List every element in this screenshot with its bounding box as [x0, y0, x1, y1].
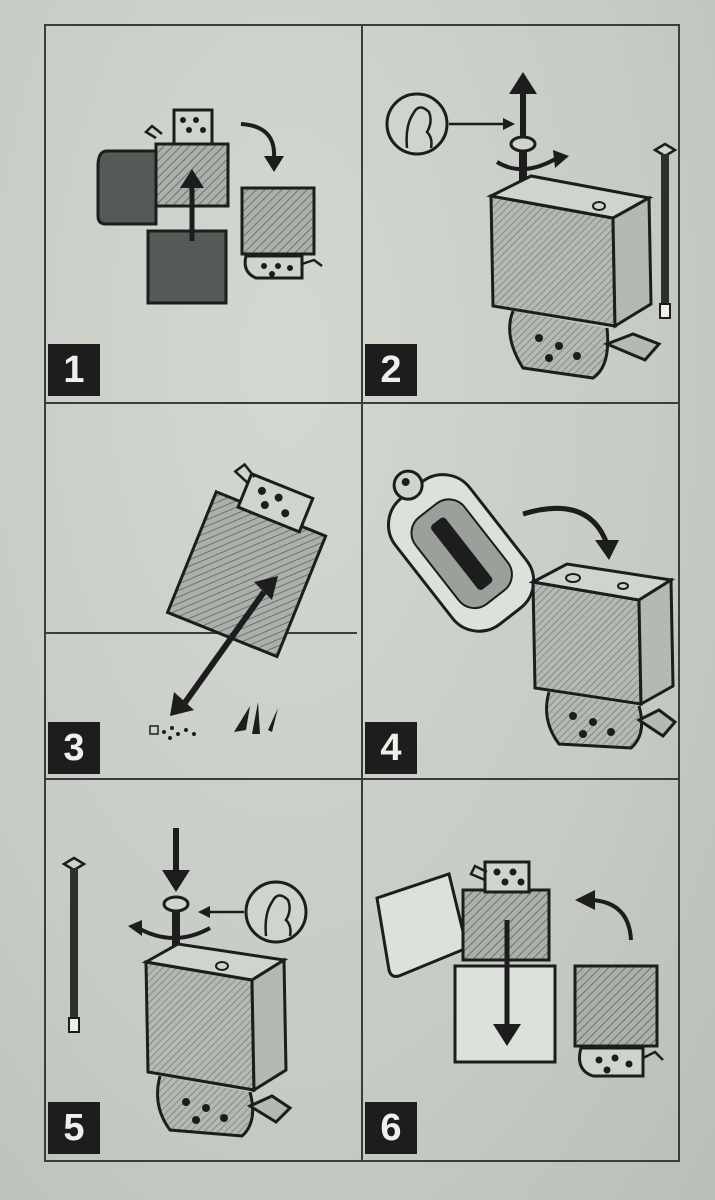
step-number-badge: 3 [48, 722, 100, 774]
curved-arrow-icon [240, 122, 277, 159]
flint-icon [61, 856, 87, 1033]
steps-grid: 1 [44, 24, 680, 1162]
insert-flipped-icon [573, 964, 664, 1078]
step-panel-6: 6 [363, 780, 678, 1160]
step-4-illustration [387, 469, 678, 750]
step-1-illustration [96, 108, 323, 305]
step-6-illustration [375, 860, 664, 1078]
step-panel-5: 5 [46, 780, 361, 1160]
debris-icon [149, 725, 196, 740]
step-number-badge: 2 [365, 344, 417, 396]
step-panel-3: 3 [46, 404, 361, 778]
grid-divider-row2 [46, 778, 678, 780]
step-panel-1: 1 [46, 26, 361, 402]
step-number-badge: 5 [48, 1102, 100, 1154]
step-3-illustration [46, 462, 357, 740]
step-panel-2: 2 [363, 26, 678, 402]
coin-icon [244, 880, 308, 944]
step-5-illustration [61, 828, 308, 1138]
insert-icon [143, 108, 230, 208]
grid-divider-row1 [46, 402, 678, 404]
curved-arrow-icon [590, 898, 633, 941]
insert-icon [141, 942, 293, 1138]
coin-icon [385, 92, 449, 156]
flint-icon [652, 142, 678, 319]
step-number-badge: 4 [365, 722, 417, 774]
insert-icon [486, 174, 662, 380]
insert-flipped-icon [240, 186, 323, 280]
insert-tilted-icon [165, 462, 328, 659]
step-number-badge: 6 [365, 1102, 417, 1154]
arrow-up-icon [180, 169, 204, 241]
grid-divider-vertical [361, 26, 363, 1160]
fluid-can-icon [387, 469, 536, 633]
double-arrow-icon [170, 576, 278, 716]
insert-icon [528, 562, 678, 750]
step-2-illustration [385, 72, 678, 380]
step-number-badge: 1 [48, 344, 100, 396]
lighter-case-icon [146, 229, 228, 305]
pour-arrow-icon [522, 505, 610, 545]
lighter-lid-icon [375, 872, 469, 978]
impact-marks-icon [234, 702, 278, 734]
lighter-lid-icon [96, 149, 158, 226]
step-panel-4: 4 [363, 404, 678, 778]
